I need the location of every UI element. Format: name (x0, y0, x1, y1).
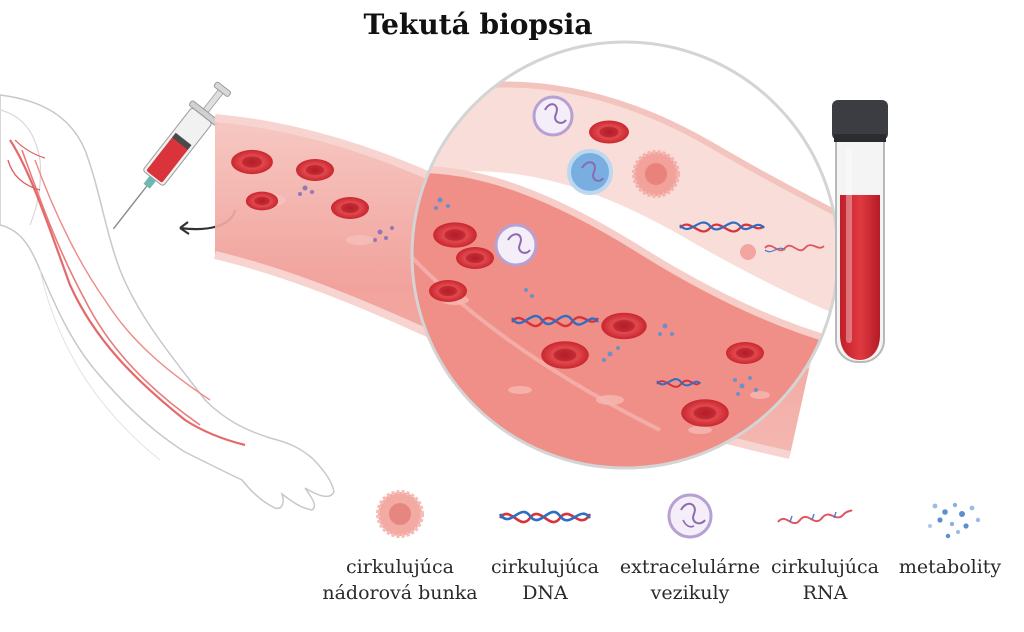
vesicle-icon (667, 493, 713, 539)
syringe (112, 81, 232, 230)
tumor-cell-icon (376, 490, 424, 538)
magnified-view (410, 40, 840, 470)
legend-icons (376, 490, 981, 539)
metabolites-icon (928, 502, 981, 539)
blood-test-tube (832, 100, 888, 363)
rna-icon (777, 509, 853, 525)
legend-label-metabolites: metabolity (898, 556, 1002, 578)
dna-icon (498, 510, 592, 524)
arm (0, 94, 335, 511)
diagram-title: Tekutá biopsia (363, 8, 593, 41)
